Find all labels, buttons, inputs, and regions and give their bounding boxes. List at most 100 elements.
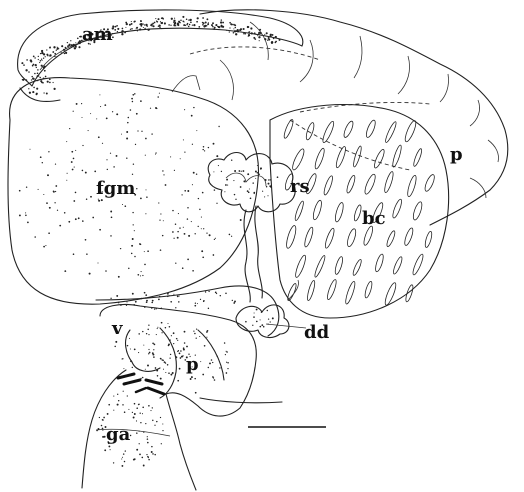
stipple-dot (68, 44, 70, 46)
stipple-dot (132, 367, 133, 368)
stipple-dot (144, 24, 145, 25)
label-p-lower: p (186, 354, 199, 375)
stipple-dot (202, 24, 204, 26)
stipple-dot (73, 200, 75, 202)
stipple-dot (151, 25, 152, 26)
stipple-dot (235, 199, 236, 200)
stipple-dot (232, 300, 233, 301)
stipple-dot (177, 231, 179, 233)
bc-oval (294, 200, 305, 221)
stipple-dot (184, 342, 186, 344)
stipple-dot (162, 235, 163, 236)
stipple-dot (97, 262, 98, 263)
stipple-dot (123, 453, 124, 454)
stipple-dot (49, 47, 51, 49)
stipple-dot (275, 36, 277, 38)
stipple-dot (175, 358, 176, 359)
stipple-dot (221, 19, 222, 20)
stipple-dot (47, 55, 48, 56)
stipple-dot (34, 236, 36, 238)
stipple-dot (196, 328, 197, 329)
stipple-dot (48, 151, 49, 152)
stipple-dot (259, 40, 260, 41)
stipple-dot (248, 34, 250, 36)
stipple-dot (190, 21, 192, 23)
stipple-dot (151, 451, 153, 453)
stipple-dot (108, 404, 110, 406)
stipple-dot (171, 18, 173, 20)
stipple-dot (133, 224, 134, 225)
stipple-dot (139, 29, 140, 30)
stipple-dot (188, 19, 189, 20)
stipple-dot (138, 352, 139, 353)
stipple-dot (77, 37, 79, 39)
stipple-dot (73, 253, 75, 255)
stipple-dot (153, 356, 155, 358)
stipple-dot (139, 454, 141, 456)
stipple-dot (25, 69, 27, 71)
stipple-dot (270, 186, 272, 188)
stipple-dot (275, 41, 276, 42)
stipple-dot (130, 348, 131, 349)
stipple-dot (110, 298, 111, 299)
stipple-dot (167, 293, 169, 295)
stipple-dot (140, 275, 141, 276)
stipple-dot (180, 350, 182, 352)
stipple-dot (121, 134, 122, 135)
stipple-dot (270, 179, 271, 180)
stipple-dot (102, 419, 104, 421)
stipple-dot (21, 62, 23, 64)
stipple-dot (167, 323, 168, 324)
stipple-dot (64, 270, 66, 272)
bc-oval (334, 256, 344, 275)
stipple-dot (36, 93, 38, 95)
bc-oval (322, 175, 334, 196)
bc-oval (383, 282, 398, 307)
bc-oval (345, 175, 356, 194)
stipple-dot (214, 189, 215, 190)
stipple-dot (227, 185, 228, 186)
stipple-dot (202, 374, 204, 376)
stipple-dot (55, 164, 56, 165)
stipple-dot (234, 301, 236, 303)
bc-oval-pattern (283, 119, 437, 306)
stipple-dot (117, 31, 118, 32)
stipple-dot (212, 26, 214, 28)
stipple-dot (41, 50, 43, 52)
stipple-dot (255, 171, 257, 173)
stipple-dot (190, 20, 191, 21)
stipple-dot (180, 19, 182, 21)
stipple-dot (143, 431, 144, 432)
stipple-dot (226, 351, 227, 352)
stipple-dot (156, 421, 157, 422)
stipple-dot (235, 33, 237, 35)
stipple-dot (201, 228, 202, 229)
stipple-dot (215, 238, 216, 239)
stipple-dot (159, 26, 161, 28)
stipple-dot (210, 183, 211, 184)
stipple-dot (165, 184, 167, 186)
stipple-dot (129, 338, 130, 339)
stipple-dot (53, 82, 54, 83)
stipple-dot (167, 295, 169, 297)
stipple-dot (54, 56, 55, 57)
stipple-dot (120, 304, 122, 306)
stipple-dot (249, 188, 250, 189)
stipple-dot (40, 60, 42, 62)
stipple-dot (200, 299, 201, 300)
stipple-dot (200, 361, 201, 362)
stipple-dot (268, 183, 270, 185)
stipple-dot (134, 230, 135, 231)
stipple-dot (177, 24, 179, 26)
stipple-dot (185, 25, 186, 26)
stipple-dot (234, 194, 235, 195)
stipple-dot (261, 312, 262, 313)
stipple-dot (147, 250, 149, 252)
stipple-dot (201, 217, 202, 218)
stipple-dot (85, 172, 87, 174)
stipple-dot (173, 238, 174, 239)
stipple-dot (100, 106, 101, 107)
stipple-dot (160, 213, 161, 214)
stipple-dot (189, 24, 191, 26)
stipple-dot (116, 25, 118, 27)
